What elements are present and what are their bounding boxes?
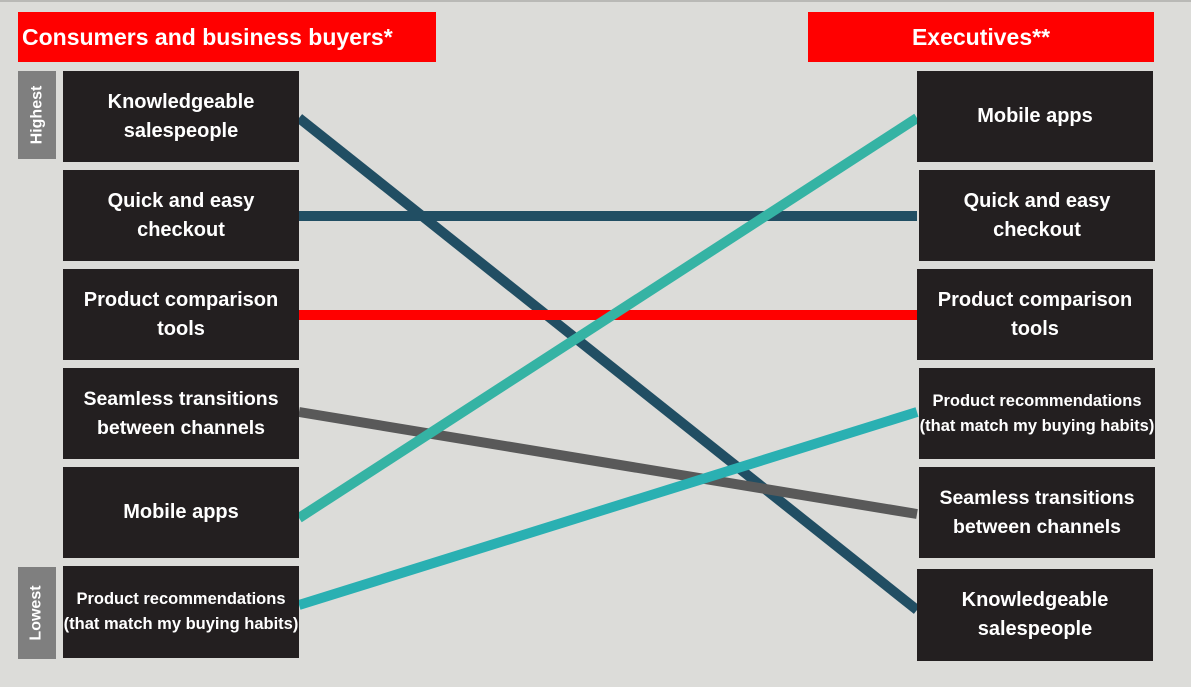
- highest-label: Highest: [18, 71, 56, 159]
- connector-line-4: [298, 407, 918, 519]
- consumers-header: Consumers and business buyers*: [18, 12, 436, 62]
- right-item-3: Product comparison tools: [917, 269, 1153, 360]
- top-divider: [0, 0, 1191, 2]
- left-item-4: Seamless transitions between channels: [63, 368, 299, 459]
- left-item-2: Quick and easy checkout: [63, 170, 299, 261]
- right-item-2: Quick and easy checkout: [919, 170, 1155, 261]
- left-item-5: Mobile apps: [63, 467, 299, 558]
- executives-header: Executives**: [808, 12, 1154, 62]
- left-item-6: Product recommendations (that match my b…: [63, 566, 299, 658]
- connector-line-1: [295, 114, 921, 614]
- left-item-3: Product comparison tools: [63, 269, 299, 360]
- lowest-label: Lowest: [18, 567, 56, 659]
- left-item-1: Knowledgeable salespeople: [63, 71, 299, 162]
- right-item-5: Seamless transitions between channels: [919, 467, 1155, 558]
- right-item-6: Knowledgeable salespeople: [917, 569, 1153, 661]
- connector-line-5: [296, 113, 920, 523]
- connector-line-6: [297, 407, 919, 610]
- right-item-1: Mobile apps: [917, 71, 1153, 162]
- right-item-4: Product recommendations (that match my b…: [919, 368, 1155, 459]
